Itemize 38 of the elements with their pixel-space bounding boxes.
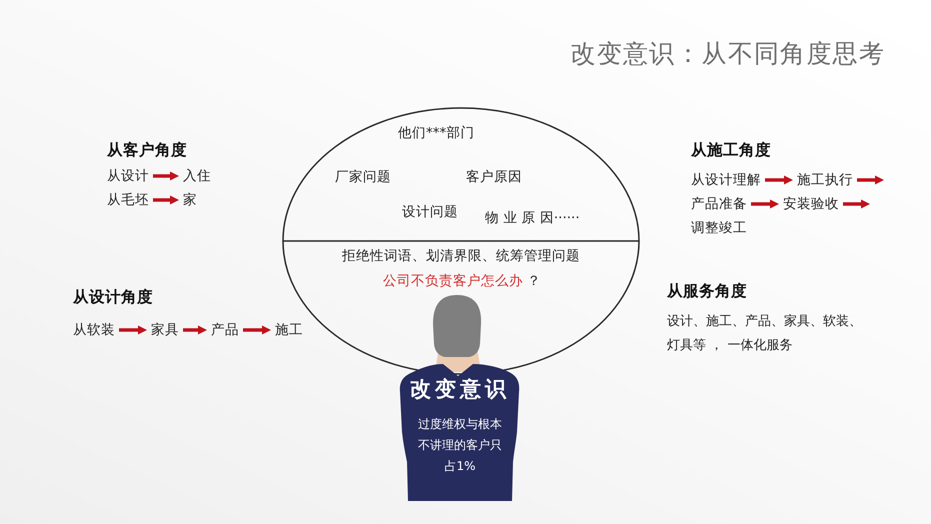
section-heading: 从施工角度 bbox=[691, 140, 771, 160]
section-heading: 从服务角度 bbox=[667, 281, 747, 301]
step-text: 产品 bbox=[207, 321, 243, 339]
step-text: 安装验收 bbox=[779, 195, 843, 213]
service-text: 设计、施工、产品、家具、软装、灯具等 ， 一体化服务 bbox=[667, 313, 863, 355]
step-text: 从软装 bbox=[69, 321, 119, 339]
step-text: 入住 bbox=[179, 167, 215, 185]
measure-text: 拒绝性词语、划清界限、统筹管理问题 bbox=[342, 247, 580, 265]
step-text: 从设计 bbox=[103, 167, 153, 185]
step-text: 家具 bbox=[147, 321, 183, 339]
problem-text: 他们***部门 bbox=[398, 124, 474, 142]
problem-text: 客户原因 bbox=[466, 168, 522, 186]
slide-title: 改变意识：从不同角度思考 bbox=[570, 38, 885, 70]
step-text: 产品准备 bbox=[687, 195, 751, 213]
section-heading: 从客户角度 bbox=[107, 140, 187, 160]
arrow bbox=[765, 176, 793, 184]
question-text: 公司不负责客户怎么办 bbox=[383, 272, 523, 290]
problem-text: 物 业 原 因······ bbox=[485, 209, 580, 227]
arrow bbox=[857, 176, 884, 184]
step-text: 施工执行 bbox=[793, 171, 857, 189]
section-heading: 从设计角度 bbox=[73, 287, 153, 307]
arrow bbox=[843, 200, 870, 208]
step-text: 从毛坯 bbox=[103, 191, 153, 209]
arrow bbox=[751, 200, 779, 208]
arrow bbox=[183, 326, 207, 334]
problem-text: 设计问题 bbox=[402, 203, 458, 221]
step-text: 调整竣工 bbox=[691, 219, 747, 237]
arrow bbox=[119, 326, 147, 334]
question-mark: ？ bbox=[527, 272, 541, 290]
step-text: 施工 bbox=[271, 321, 307, 339]
arrow bbox=[153, 196, 179, 204]
figure-heading: 改变意识 bbox=[410, 376, 510, 402]
step-text: 从设计理解 bbox=[687, 171, 765, 189]
arrow bbox=[243, 326, 271, 334]
step-text: 家 bbox=[179, 191, 201, 209]
arrow bbox=[153, 172, 179, 180]
problem-text: 厂家问题 bbox=[335, 168, 391, 186]
figure-caption: 过度维权与根本不讲理的客户只占1% bbox=[417, 416, 503, 475]
